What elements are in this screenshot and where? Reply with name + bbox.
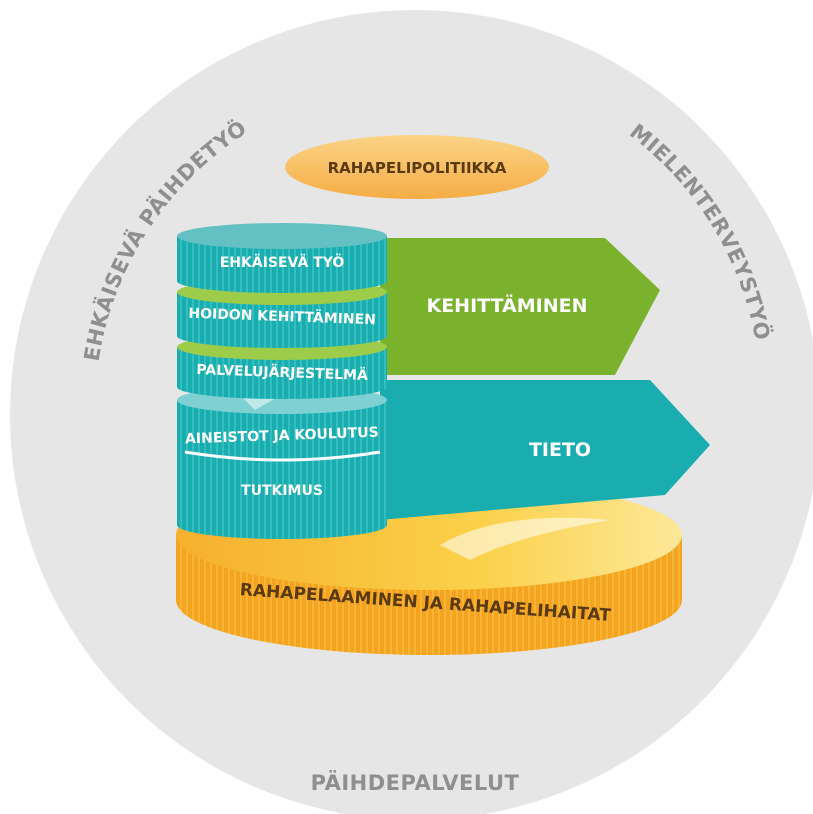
arrow-tieto-label: TIETO — [529, 439, 591, 461]
ring-label-bottom: PÄIHDEPALVELUT — [311, 770, 520, 795]
stack-layer-1-label: EHKÄISEVÄ TYÖ — [220, 253, 345, 271]
arrow-kehittaminen-label: KEHITTÄMINEN — [426, 293, 587, 317]
arrow-tieto — [380, 380, 710, 520]
stack-layer-2-label: HOIDON KEHITTÄMINEN — [188, 305, 376, 329]
stack-divider — [184, 450, 381, 462]
stack-layer-3-label: PALVELUJÄRJESTELMÄ — [196, 361, 368, 384]
stack-cylinder — [177, 223, 387, 539]
top-ellipse — [285, 135, 549, 199]
stack-layer-5-label: TUTKIMUS — [241, 483, 323, 499]
top-ellipse-label: RAHAPELIPOLITIIKKA — [328, 159, 507, 177]
stack-layer-4-label: AINEISTOT JA KOULUTUS — [185, 425, 379, 448]
arrow-kehittaminen — [380, 238, 660, 375]
